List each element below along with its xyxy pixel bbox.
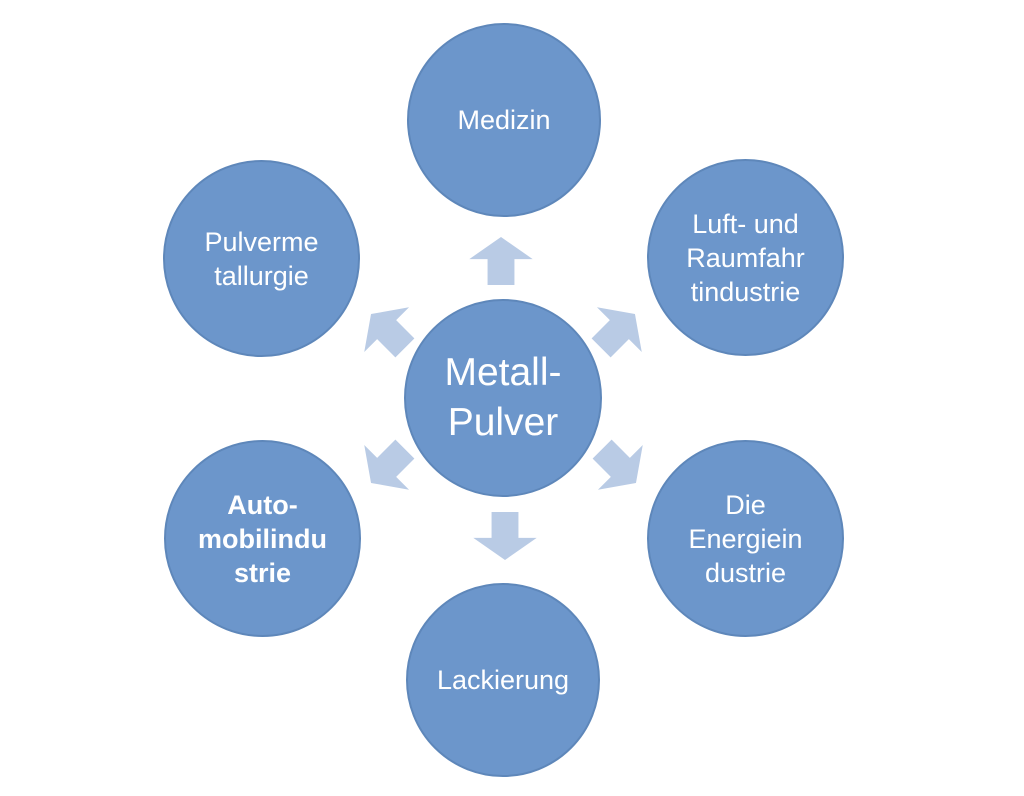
label-line: Lackierung bbox=[436, 665, 570, 695]
label-line: Pulver bbox=[447, 401, 559, 444]
node-metall-pulver-label: Metall- Pulver bbox=[444, 348, 561, 448]
node-auto-label: Auto- mobilindu strie bbox=[198, 488, 327, 590]
label-line: tindustrie bbox=[690, 276, 801, 307]
label-line: Metall- bbox=[444, 351, 562, 394]
label-line: Medizin bbox=[457, 105, 551, 135]
node-luft-label: Luft- und Raumfahr tindustrie bbox=[686, 207, 805, 309]
label-line: tallurgie bbox=[214, 260, 309, 291]
label-line: strie bbox=[233, 557, 292, 588]
arrow-lower-left-icon bbox=[348, 426, 429, 507]
arrow-upper-right-icon bbox=[578, 291, 659, 372]
node-medizin-label: Medizin bbox=[457, 103, 550, 137]
label-line: Luft- und bbox=[692, 208, 799, 239]
label-line: Pulverme bbox=[204, 226, 319, 257]
label-line: Die bbox=[725, 489, 766, 520]
node-lackierung-label: Lackierung bbox=[437, 663, 569, 697]
node-luft-und-raumfahrtindustrie: Luft- und Raumfahr tindustrie bbox=[647, 159, 844, 356]
node-metall-pulver: Metall- Pulver bbox=[404, 299, 602, 497]
arrow-up-icon bbox=[468, 237, 534, 285]
label-line: mobilindu bbox=[198, 523, 327, 554]
node-lackierung: Lackierung bbox=[406, 583, 600, 777]
node-energie-label: Die Energiein dustrie bbox=[688, 488, 802, 590]
label-line: Auto- bbox=[227, 489, 298, 520]
node-energieindustrie: Die Energiein dustrie bbox=[647, 440, 844, 637]
node-pulvermetallurgie: Pulverme tallurgie bbox=[163, 160, 360, 357]
node-pulver-label: Pulverme tallurgie bbox=[204, 225, 318, 293]
arrow-down-icon bbox=[472, 512, 538, 560]
label-line: Raumfahr bbox=[686, 242, 805, 273]
arrow-lower-right-icon bbox=[579, 426, 660, 507]
label-line: Energiein bbox=[688, 523, 803, 554]
label-line: dustrie bbox=[704, 557, 787, 588]
arrow-upper-left-icon bbox=[348, 291, 429, 372]
node-automobilindustrie: Auto- mobilindu strie bbox=[164, 440, 361, 637]
node-medizin: Medizin bbox=[407, 23, 601, 217]
